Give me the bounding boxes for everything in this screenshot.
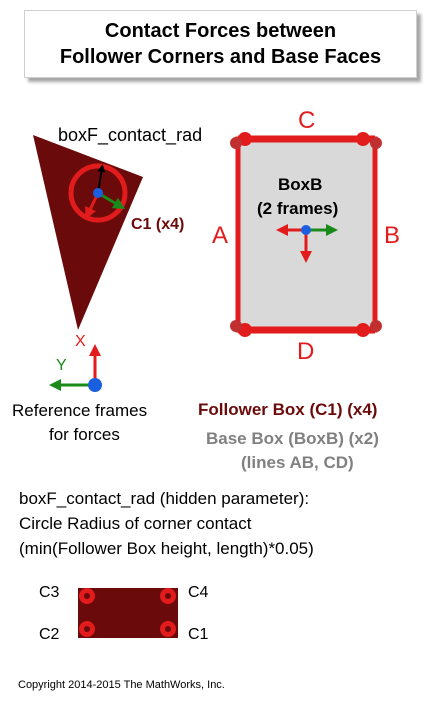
legend-follower: Follower Box (C1) (x4) — [198, 400, 378, 419]
face-label-d: D — [297, 338, 315, 365]
corner-label-c3: C3 — [39, 584, 60, 601]
title-line-2: Follower Corners and Base Faces — [59, 46, 382, 68]
title-line-1: Contact Forces between — [104, 20, 337, 42]
face-label-b: B — [384, 222, 401, 249]
corner-label-c1: C1 (x4) — [131, 216, 185, 233]
follower-triangle — [33, 135, 143, 330]
face-label-a: A — [212, 222, 229, 249]
follower-param-label: boxF_contact_rad — [58, 125, 203, 145]
corner-diagram — [78, 588, 178, 638]
corner-label-c1-small: C1 — [188, 626, 209, 643]
reference-caption-2: for forces — [49, 425, 120, 444]
legend-base-1: Base Box (BoxB) (x2) — [206, 429, 379, 448]
description-line-1: boxF_contact_rad (hidden parameter): — [19, 489, 310, 508]
corner-label-c4: C4 — [188, 584, 209, 601]
description-line-3: (min(Follower Box height, length)*0.05) — [19, 539, 314, 558]
copyright: Copyright 2014-2015 The MathWorks, Inc. — [18, 679, 225, 691]
legend-base-2: (lines AB, CD) — [241, 453, 354, 472]
description-line-2: Circle Radius of corner contact — [19, 514, 252, 533]
corner-label-c2: C2 — [39, 626, 60, 643]
base-frames: (2 frames) — [257, 199, 339, 218]
reference-frame-axes — [49, 344, 102, 392]
base-name: BoxB — [278, 175, 323, 194]
title-box: Contact Forces between Follower Corners … — [24, 10, 417, 78]
reference-caption-1: Reference frames — [12, 401, 148, 420]
face-label-c: C — [298, 107, 316, 134]
axis-label-x: X — [75, 333, 86, 350]
axis-label-y: Y — [56, 357, 67, 374]
base-box — [230, 132, 382, 337]
